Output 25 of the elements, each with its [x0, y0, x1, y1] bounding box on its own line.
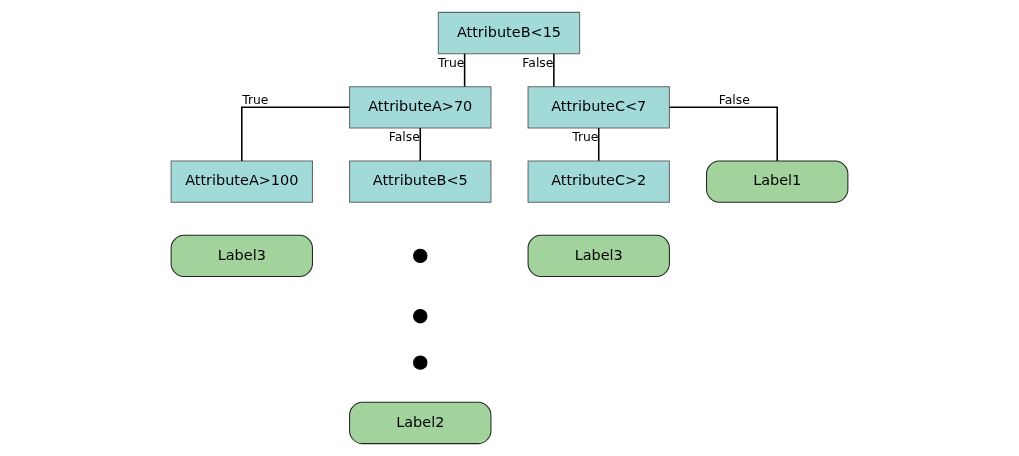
- node-circle: [413, 355, 428, 370]
- connector: [241, 106, 350, 162]
- edge-label: True: [242, 92, 269, 107]
- edge-label: True: [438, 55, 465, 70]
- connector: [553, 52, 555, 88]
- edge-label: False: [388, 129, 420, 144]
- node-box: Label3: [170, 234, 313, 277]
- node-circle: [413, 248, 428, 264]
- edge-label: False: [718, 92, 750, 107]
- connector: [419, 127, 422, 162]
- connector: [463, 52, 466, 88]
- node-box: AttributeA>70: [349, 86, 492, 129]
- node-box: AttributeA>100: [170, 160, 313, 203]
- node-circle: [413, 309, 428, 324]
- node-box: AttributeC>2: [527, 160, 670, 203]
- connector: [597, 127, 600, 162]
- node-box: AttributeC<7: [527, 86, 670, 129]
- node-box: AttributeB<5: [349, 160, 492, 203]
- node-box: Label2: [349, 401, 492, 445]
- node-box: Label3: [527, 234, 670, 277]
- edge-label: True: [572, 129, 599, 144]
- node-box: Label1: [706, 160, 849, 203]
- node-box: AttributeB<15: [437, 11, 581, 55]
- connector: [669, 106, 778, 162]
- edge-label: False: [522, 55, 554, 70]
